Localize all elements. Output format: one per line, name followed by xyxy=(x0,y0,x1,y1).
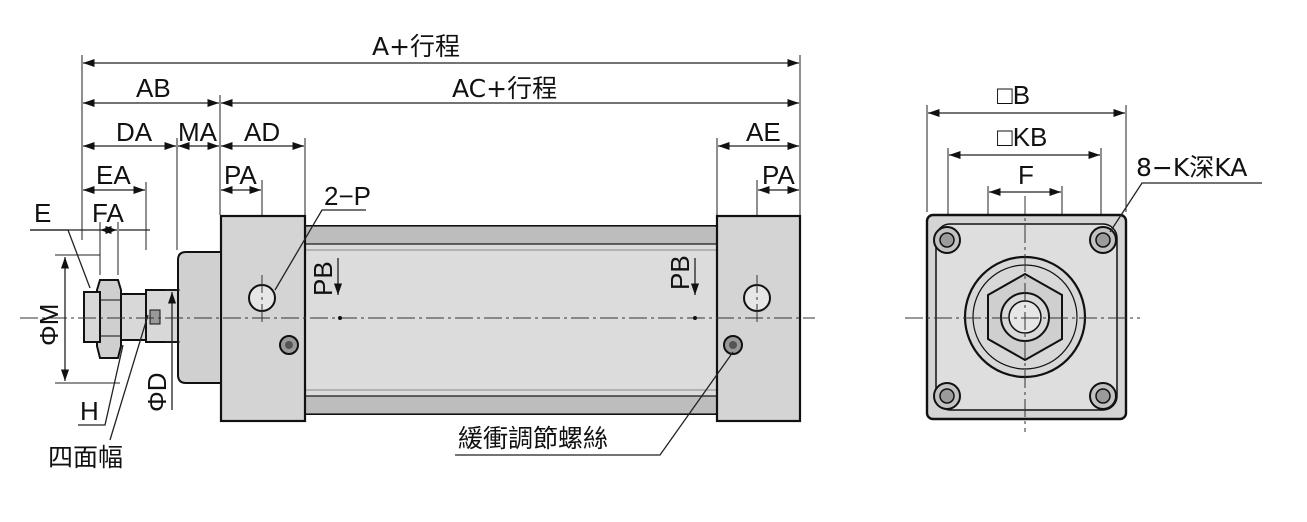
label-e: E xyxy=(34,198,51,228)
leader-h xyxy=(78,344,124,426)
end-view xyxy=(905,105,1262,432)
label-k-depth: 8−K深KA xyxy=(1136,153,1247,182)
label-ac-stroke: AC+行程 xyxy=(452,74,557,103)
label-pa-left: PA xyxy=(224,160,257,190)
label-da: DA xyxy=(116,117,153,147)
label-phi-d: ΦD xyxy=(142,372,172,412)
leader-k-depth xyxy=(1109,182,1262,233)
leader-2p xyxy=(274,209,366,291)
label-h: H xyxy=(80,396,99,426)
label-ae: AE xyxy=(746,117,781,147)
rod-thread xyxy=(83,291,101,343)
label-2-p: 2−P xyxy=(324,181,371,211)
label-cushion-screw: 緩衝調節螺絲 xyxy=(458,424,608,453)
label-ea: EA xyxy=(96,160,131,190)
label-a-stroke: A+行程 xyxy=(372,32,460,61)
label-ad: AD xyxy=(244,117,280,147)
cylinder-tube xyxy=(304,225,718,415)
label-pb-right: PB xyxy=(665,255,695,290)
label-pa-right: PA xyxy=(762,160,795,190)
label-fa: FA xyxy=(92,198,124,228)
label-ma: MA xyxy=(178,117,218,147)
label-pb-left: PB xyxy=(308,261,338,296)
side-view xyxy=(20,55,815,456)
label-four-face: 四面幅 xyxy=(48,443,123,472)
label-sq-kb: □KB xyxy=(997,122,1047,152)
label-ab: AB xyxy=(136,73,171,103)
label-phi-m: ΦM xyxy=(34,304,64,346)
label-sq-b: □B xyxy=(997,80,1030,110)
leader-cushion xyxy=(455,351,734,456)
label-f: F xyxy=(1018,160,1034,190)
corner-bolts xyxy=(933,226,1117,410)
